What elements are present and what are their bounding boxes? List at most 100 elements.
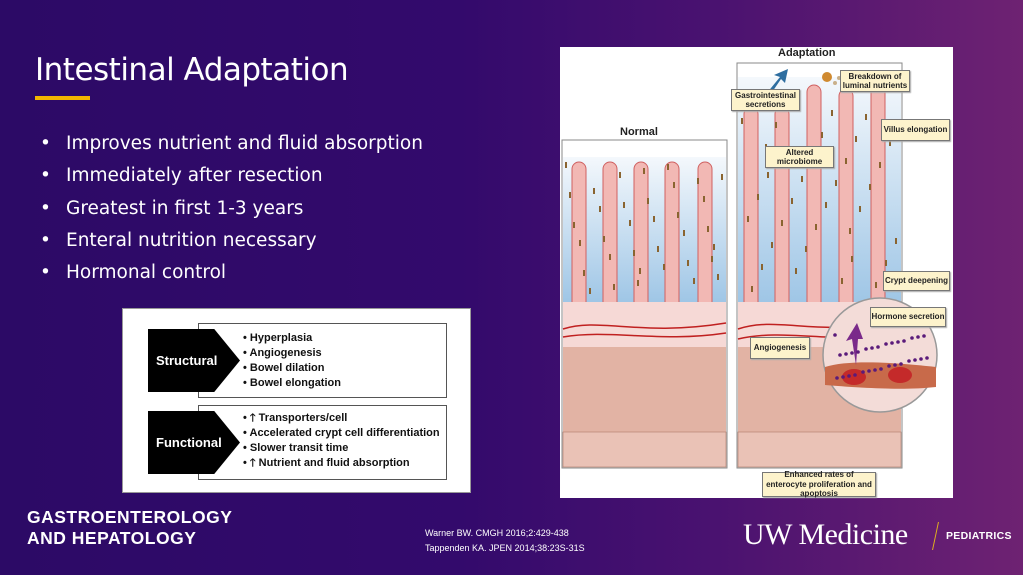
bullet-list: •Improves nutrient and fluid absorption … <box>40 131 423 292</box>
microbe <box>805 246 807 252</box>
list-item: • Hyperplasia <box>243 332 313 344</box>
microbe <box>633 250 635 256</box>
microbe <box>879 162 881 168</box>
microbe <box>667 164 669 170</box>
microbe <box>821 132 823 138</box>
bullet-item: •Immediately after resection <box>40 163 423 195</box>
hormone-particle <box>864 347 868 351</box>
logo-subtitle: PEDIATRICS <box>946 530 1012 542</box>
microbe <box>895 238 897 244</box>
hormone-particle <box>887 364 891 368</box>
villus <box>838 88 854 310</box>
list-item: • Bowel elongation <box>243 377 341 389</box>
bullet-item: • Enteral nutrition necessary <box>40 228 423 260</box>
list-item: • Bowel dilation <box>243 362 325 374</box>
microbe <box>673 182 675 188</box>
uw-medicine-logo: UW Medicine <box>743 518 908 551</box>
microbe <box>583 270 585 276</box>
bullet-item: • Improves nutrient and fluid absorption <box>40 131 423 163</box>
bullet-dot: • <box>40 229 51 251</box>
microbe <box>775 122 777 128</box>
bullet-dot: • <box>40 133 51 154</box>
callout-angiogenesis: Angiogenesis <box>750 337 810 359</box>
functional-items: • 🡑 Transporters/cell • Accelerated cryp… <box>243 411 440 471</box>
bullet-dot: • <box>40 197 51 219</box>
microbe <box>791 198 793 204</box>
hormone-particle <box>902 339 906 343</box>
villus <box>806 84 822 310</box>
microbe <box>761 264 763 270</box>
bullet-text: Immediately after resection <box>66 165 323 187</box>
list-item: • Angiogenesis <box>243 347 322 359</box>
microbe <box>657 246 659 252</box>
villus <box>774 106 790 310</box>
hormone-particle <box>856 350 860 354</box>
microbe <box>565 162 567 168</box>
microbe <box>569 192 571 198</box>
microbe <box>875 282 877 288</box>
list-item: • 🡑 Nutrient and fluid absorption <box>243 457 410 469</box>
microbe <box>613 284 615 290</box>
hormone-particle <box>916 335 920 339</box>
villus <box>571 161 587 310</box>
microbe <box>707 226 709 232</box>
structural-items: • Hyperplasia • Angiogenesis • Bowel dil… <box>243 331 341 391</box>
microbe <box>713 244 715 250</box>
references: Warner BW. CMGH 2016;2:429-438 Tappenden… <box>425 526 585 556</box>
hormone-particle <box>913 358 917 362</box>
adaptation-types-diagram: Structural • Hyperplasia • Angiogenesis … <box>122 308 471 493</box>
callout-villus-elongation: Villus elongation <box>881 119 950 141</box>
hormone-particle <box>841 375 845 379</box>
microbe <box>589 288 591 294</box>
microbe <box>609 254 611 260</box>
microbe <box>831 110 833 116</box>
adaptation-heading: Adaptation <box>778 47 836 59</box>
hormone-particle <box>922 334 926 338</box>
hormone-particle <box>844 352 848 356</box>
microbe <box>851 256 853 262</box>
functional-frame <box>198 405 447 480</box>
microbe <box>865 114 867 120</box>
bullet-text: Enteral nutrition necessary <box>66 229 317 251</box>
hormone-particle <box>833 333 837 337</box>
hormone-particle <box>899 362 903 366</box>
microbe <box>825 202 827 208</box>
callout-crypt-deepening: Crypt deepening <box>883 271 950 291</box>
microbe <box>795 268 797 274</box>
hormone-particle <box>890 341 894 345</box>
department-line: AND HEPATOLOGY <box>27 528 197 548</box>
microbe <box>741 118 743 124</box>
microbe <box>687 260 689 266</box>
hormone-particle <box>876 345 880 349</box>
bullet-item: •Greatest in first 1-3 years <box>40 196 423 228</box>
callout-breakdown: Breakdown of luminal nutrients <box>840 70 910 92</box>
bullet-text: Improves nutrient and fluid absorption <box>66 133 423 154</box>
hormone-particle <box>853 373 857 377</box>
normal-heading: Normal <box>620 126 658 138</box>
microbe <box>767 172 769 178</box>
hormone-arrow-icon <box>846 323 863 365</box>
microbe <box>869 184 871 190</box>
bullet-dot: • <box>40 262 51 284</box>
microbe <box>885 260 887 266</box>
list-item: • Accelerated crypt cell differentiation <box>243 427 440 439</box>
hormone-particle <box>919 357 923 361</box>
hormone-particle <box>910 336 914 340</box>
callout-enhanced-rates: Enhanced rates of enterocyte proliferati… <box>762 470 876 498</box>
hormone-particle <box>884 342 888 346</box>
list-item: • 🡑 Transporters/cell <box>243 412 348 424</box>
title-underline <box>35 96 90 100</box>
microbe <box>629 220 631 226</box>
villus <box>743 106 759 310</box>
microbe <box>781 220 783 226</box>
callout-microbiome: Altered microbiome <box>765 146 834 168</box>
villus <box>697 161 713 310</box>
reference: Warner BW. CMGH 2016;2:429-438 <box>425 528 569 538</box>
slide-title: Intestinal Adaptation <box>35 52 349 88</box>
list-item: • Slower transit time <box>243 442 349 454</box>
microbe <box>599 206 601 212</box>
microbe <box>855 136 857 142</box>
callout-hormone-secretion: Hormone secretion <box>870 307 946 327</box>
hormone-particle <box>847 374 851 378</box>
bullet-text: Hormonal control <box>66 262 227 284</box>
